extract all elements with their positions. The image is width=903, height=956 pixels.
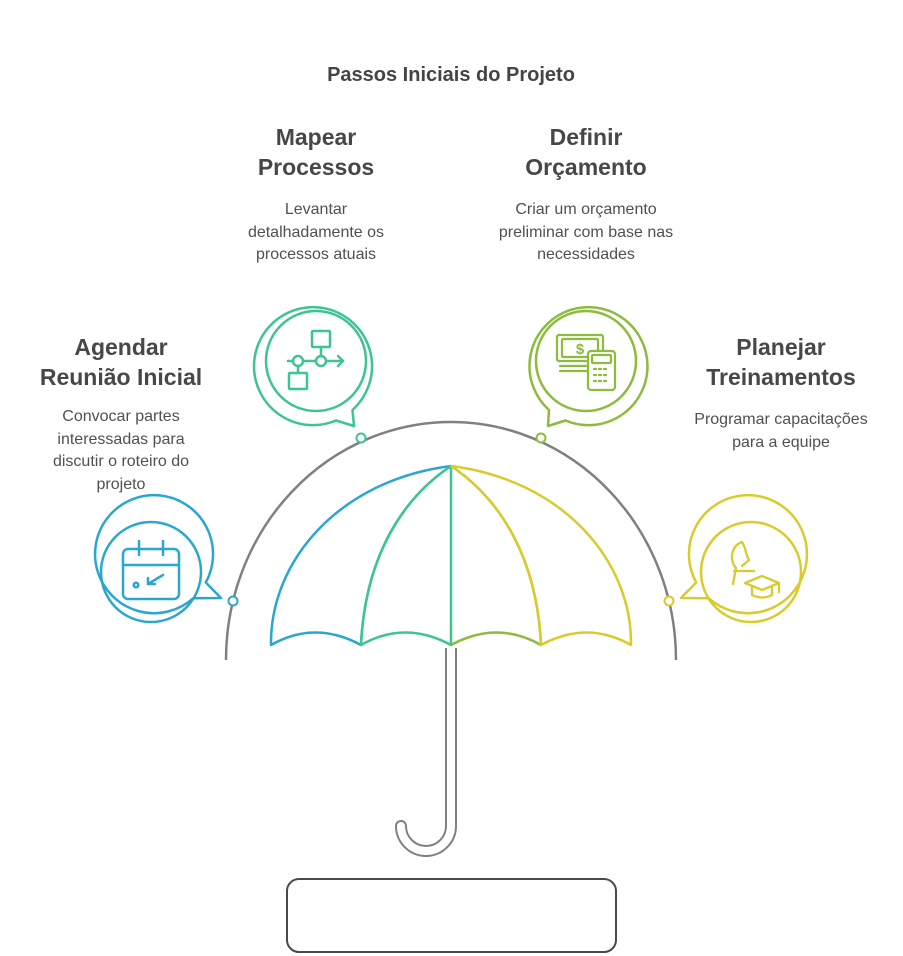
- step-desc-mapear: Levantar detalhadamente os processos atu…: [247, 201, 385, 263]
- step-title-planejar: Planejar Treinamentos: [706, 334, 856, 390]
- footer-box: [286, 878, 617, 953]
- svg-text:$: $: [576, 341, 585, 358]
- money-calculator-icon: $: [555, 333, 617, 392]
- anchor-dot-3: [535, 432, 547, 444]
- step-title-agendar: Agendar Reunião Inicial: [39, 334, 203, 390]
- step-desc-definir: Criar um orçamento preliminar com base n…: [498, 201, 674, 263]
- step-desc-planejar: Programar capacitações para a equipe: [694, 411, 868, 451]
- canopy-panel-2: [359, 464, 453, 647]
- anchor-dot-2: [355, 432, 367, 444]
- calendar-icon: [121, 539, 181, 601]
- bubble-agendar: [93, 493, 223, 624]
- step-title-definir: Definir Orçamento: [525, 124, 647, 180]
- bubble-planejar: [679, 493, 809, 624]
- flowchart-icon: [286, 329, 345, 391]
- canopy-panel-3: [450, 464, 543, 647]
- bubble-definir: $: [528, 305, 649, 428]
- step-desc-agendar: Convocar partes interessadas para discut…: [52, 408, 190, 493]
- canopy-panel-4: [450, 464, 633, 647]
- canopy-panel-1: [269, 464, 452, 647]
- dome-outline: [224, 420, 678, 661]
- training-icon: [730, 540, 781, 599]
- umbrella-handle: [394, 648, 457, 857]
- anchor-dot-4: [663, 595, 675, 607]
- bubble-mapear: [252, 305, 374, 428]
- anchor-dot-1: [227, 595, 239, 607]
- diagram-title: Passos Iniciais do Projeto: [327, 64, 575, 86]
- step-title-mapear: Mapear Processos: [257, 124, 375, 180]
